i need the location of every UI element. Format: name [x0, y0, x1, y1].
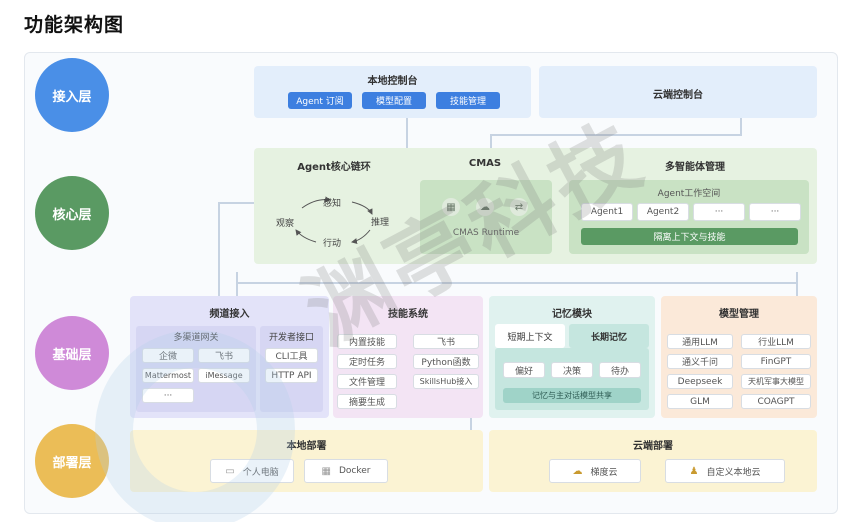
loop-step-observe: 观察: [276, 219, 295, 229]
model-config-button[interactable]: 模型配置: [362, 92, 426, 109]
cloud-deploy-title: 云端部署: [633, 441, 673, 452]
local-console-panel: 本地控制台 Agent 订阅 模型配置 技能管理: [254, 66, 531, 118]
memory-title: 记忆模块: [552, 309, 592, 320]
gateway-box: 多渠道网关 企微 飞书 Mattermost iMessage ···: [136, 326, 256, 412]
page-title: 功能架构图: [24, 14, 125, 36]
connector-line: [796, 272, 798, 296]
cmas-runtime-panel: ▦ ☁ ⇄ CMAS Runtime: [420, 180, 552, 254]
agent-more-chip[interactable]: ···: [749, 203, 801, 221]
dev-interface-title: 开发者接口: [268, 333, 314, 343]
gradient-cloud-label: 梯度云: [590, 467, 618, 478]
connector-line: [406, 118, 408, 148]
channel-wecom-chip[interactable]: 企微: [142, 348, 194, 363]
cloud-deploy-panel: 云端部署 ☁ 梯度云 ♟ 自定义本地云: [489, 430, 817, 492]
model-coagpt-chip[interactable]: COAGPT: [741, 394, 811, 409]
memory-decision-chip[interactable]: 决策: [551, 362, 593, 378]
skills-panel: 技能系统 内置技能 定时任务 文件管理 摘要生成 飞书 Python函数 Ski…: [333, 296, 483, 418]
cloud-console-panel: 云端控制台: [539, 66, 817, 118]
model-deepseek-chip[interactable]: Deepseek: [667, 374, 733, 389]
layer-base-circle: 基础层: [35, 316, 109, 390]
model-general-llm-chip[interactable]: 通用LLM: [667, 334, 733, 349]
connector-line: [236, 272, 238, 296]
long-term-content: 偏好 决策 待办 记忆与主对话模型共享: [495, 348, 649, 410]
model-qwen-chip[interactable]: 通义千问: [667, 354, 733, 369]
skill-manage-button[interactable]: 技能管理: [436, 92, 500, 109]
memory-preference-chip[interactable]: 偏好: [503, 362, 545, 378]
user-icon: ♟: [689, 465, 699, 477]
skills-title: 技能系统: [388, 309, 428, 320]
local-console-title: 本地控制台: [367, 76, 418, 87]
memory-panel: 记忆模块 短期上下文 长期记忆 偏好 决策 待办 记忆与主对话模型共享: [489, 296, 655, 418]
docker-button[interactable]: ▦ Docker: [304, 459, 388, 483]
multi-agent-title: 多智能体管理: [665, 162, 725, 173]
channel-panel: 频道接入 多渠道网关 企微 飞书 Mattermost iMessage ···…: [130, 296, 329, 418]
skill-summary-chip[interactable]: 摘要生成: [337, 394, 397, 409]
skill-schedule-chip[interactable]: 定时任务: [337, 354, 397, 369]
computer-icon: ▭: [225, 465, 235, 477]
http-api-chip[interactable]: HTTP API: [265, 368, 318, 383]
cloud-icon: ☁: [572, 465, 583, 477]
cli-tool-chip[interactable]: CLI工具: [265, 348, 318, 363]
connector-line: [236, 282, 796, 284]
skill-builtin-chip[interactable]: 内置技能: [337, 334, 397, 349]
isolation-bar: 隔离上下文与技能: [581, 228, 798, 245]
connector-line: [218, 202, 220, 296]
skill-file-chip[interactable]: 文件管理: [337, 374, 397, 389]
models-panel: 模型管理 通用LLM 通义千问 Deepseek GLM 行业LLM FinGP…: [661, 296, 817, 418]
cmas-title: CMAS: [468, 158, 502, 169]
workspace-title: Agent工作空间: [657, 189, 721, 199]
local-deploy-panel: 本地部署 ▭ 个人电脑 ▦ Docker: [130, 430, 483, 492]
agent-loop-title: Agent核心链环: [297, 162, 371, 173]
connector-line: [740, 118, 742, 136]
layer-access-circle: 接入层: [35, 58, 109, 132]
grid-icon: ▦: [442, 198, 460, 216]
loop-step-perceive: 感知: [323, 199, 342, 209]
gradient-cloud-button[interactable]: ☁ 梯度云: [549, 459, 641, 483]
dev-interface-box: 开发者接口 CLI工具 HTTP API: [260, 326, 323, 412]
agent1-chip[interactable]: Agent1: [581, 203, 633, 221]
custom-local-cloud-label: 自定义本地云: [706, 467, 761, 478]
skill-python-chip[interactable]: Python函数: [413, 354, 479, 369]
channel-imessage-chip[interactable]: iMessage: [198, 368, 250, 383]
agent-subscribe-button[interactable]: Agent 订阅: [288, 92, 352, 109]
cloud-console-title: 云端控制台: [653, 90, 703, 101]
agent-workspace-panel: Agent工作空间 Agent1 Agent2 ··· ··· 隔离上下文与技能: [569, 180, 809, 254]
gateway-title: 多渠道网关: [173, 333, 219, 343]
personal-pc-button[interactable]: ▭ 个人电脑: [210, 459, 294, 483]
agent2-chip[interactable]: Agent2: [637, 203, 689, 221]
skill-hub-chip[interactable]: SkillsHub接入: [413, 374, 479, 389]
loop-step-act: 行动: [323, 239, 342, 249]
layer-core-circle: 核心层: [35, 176, 109, 250]
local-deploy-title: 本地部署: [286, 441, 327, 452]
layer-deploy-circle: 部署层: [35, 424, 109, 498]
model-fingpt-chip[interactable]: FinGPT: [741, 354, 811, 369]
connector-line: [490, 134, 740, 136]
docker-label: Docker: [338, 466, 371, 476]
skill-feishu-chip[interactable]: 飞书: [413, 334, 479, 349]
connector-line: [490, 134, 492, 148]
cmas-runtime-label: CMAS Runtime: [452, 228, 520, 238]
custom-local-cloud-button[interactable]: ♟ 自定义本地云: [665, 459, 785, 483]
docker-icon: ▦: [321, 465, 331, 477]
memory-todo-chip[interactable]: 待办: [599, 362, 641, 378]
agent-more-chip[interactable]: ···: [693, 203, 745, 221]
shuffle-icon: ⇄: [510, 198, 528, 216]
model-industry-llm-chip[interactable]: 行业LLM: [741, 334, 811, 349]
short-term-tab[interactable]: 短期上下文: [495, 324, 565, 348]
model-tianji-chip[interactable]: 天机军事大模型: [741, 374, 811, 389]
connector-line: [218, 202, 254, 204]
channel-title: 频道接入: [209, 309, 250, 320]
channel-more-chip[interactable]: ···: [142, 388, 194, 403]
model-glm-chip[interactable]: GLM: [667, 394, 733, 409]
memory-shared-bar: 记忆与主对话模型共享: [503, 388, 641, 403]
models-title: 模型管理: [719, 309, 759, 320]
loop-step-reason: 推理: [371, 218, 390, 228]
connector-line: [470, 418, 472, 430]
agent-loop-cycle: [295, 196, 373, 244]
long-term-tab[interactable]: 长期记忆: [569, 324, 649, 348]
channel-feishu-chip[interactable]: 飞书: [198, 348, 250, 363]
personal-pc-label: 个人电脑: [242, 467, 279, 478]
cloud-icon: ☁: [476, 198, 494, 216]
channel-mattermost-chip[interactable]: Mattermost: [142, 368, 194, 383]
